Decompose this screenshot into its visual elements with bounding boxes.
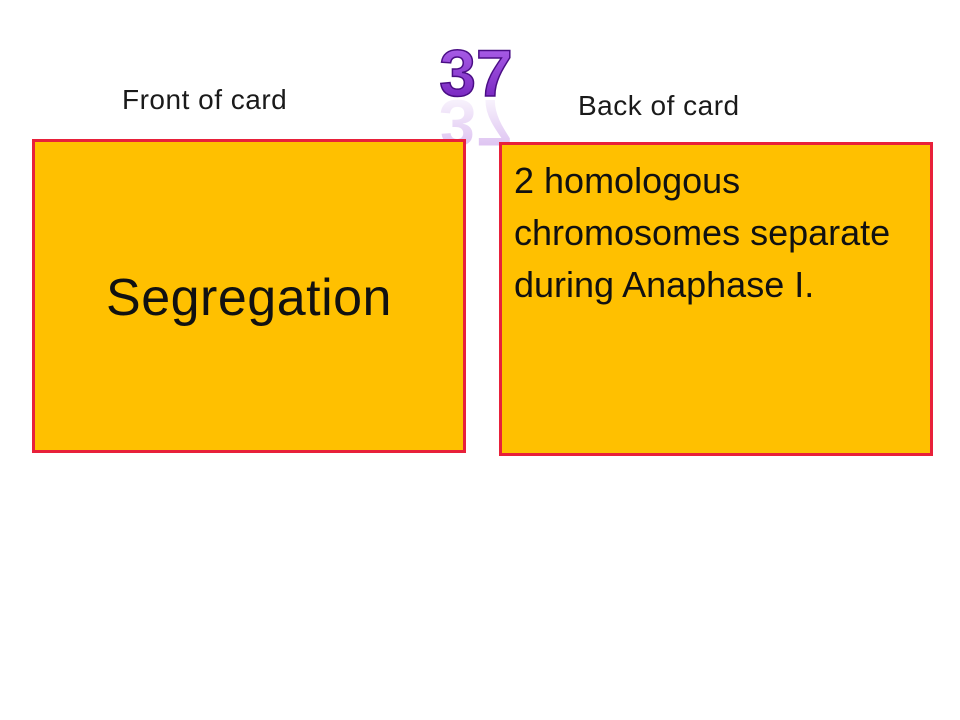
front-of-card-label: Front of card	[122, 84, 288, 115]
card-back: 2 homologous chromosomes separate during…	[499, 142, 933, 456]
slide-number-text: 37	[439, 36, 512, 110]
card-back-definition: 2 homologous chromosomes separate during…	[514, 160, 891, 305]
back-of-card-label: Back of card	[578, 90, 740, 121]
slide-number: 37 37	[439, 35, 514, 160]
card-front-term: Segregation	[106, 269, 392, 327]
card-front: Segregation	[32, 139, 466, 453]
